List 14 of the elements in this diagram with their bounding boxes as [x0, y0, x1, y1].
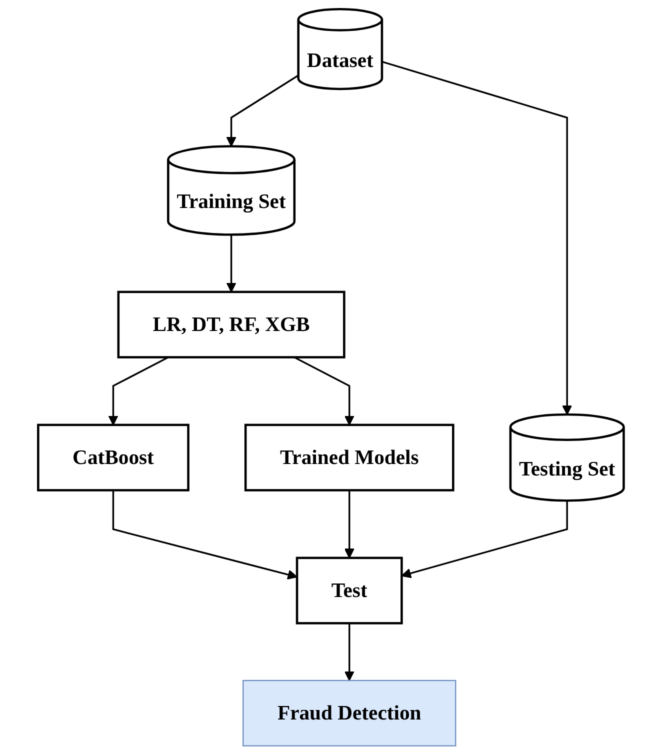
arrow — [112, 490, 298, 580]
node-box: CatBoost — [36, 424, 189, 492]
arrow — [400, 500, 568, 578]
arrow — [108, 356, 168, 426]
node-box: Trained Models — [244, 424, 454, 492]
arrow — [344, 623, 354, 681]
arrow — [293, 356, 354, 426]
arrow — [381, 60, 572, 415]
node-box: Test — [295, 556, 402, 624]
node-box: LR, DT, RF, XGB — [116, 290, 345, 358]
arrow — [344, 490, 354, 558]
arrow — [226, 74, 298, 147]
arrow — [226, 234, 236, 292]
node-box: Fraud Detection — [242, 680, 456, 746]
